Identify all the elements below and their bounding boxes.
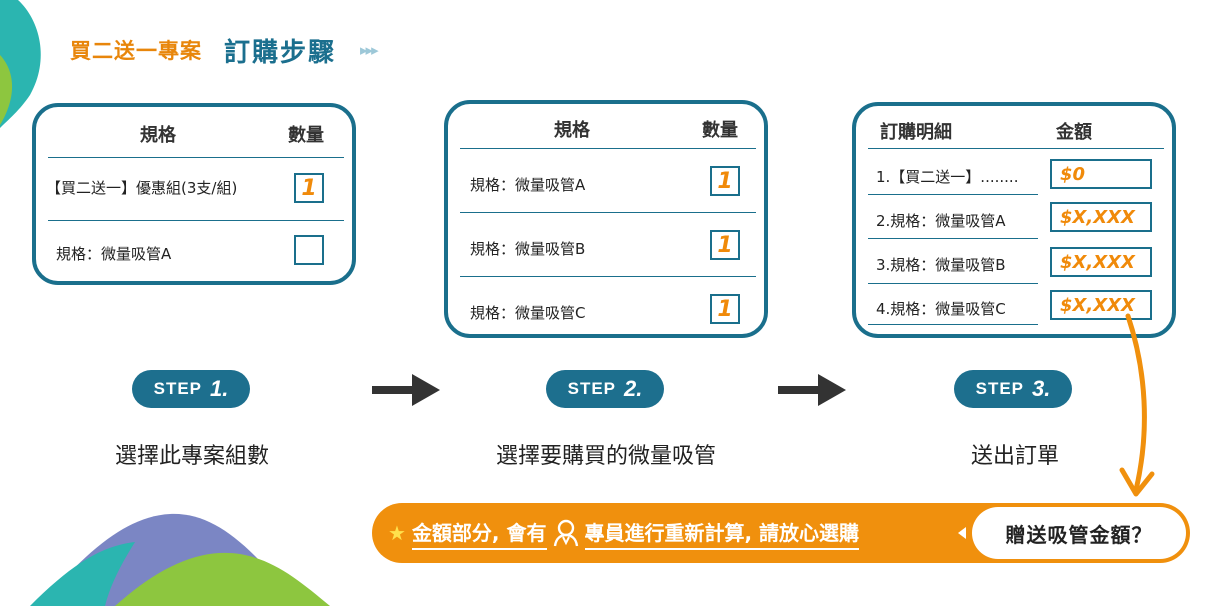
page-header: 買二送一專案 訂購步驟 ▸▸▸ <box>70 32 379 68</box>
step1-row-1-label: 【買二送一】優惠組(3支/組) <box>46 179 238 197</box>
step3-row-2-amount: $X,XXX <box>1050 202 1152 232</box>
step3-row-3-label: 3.規格：微量吸管B <box>876 256 1006 274</box>
step2-row-3-label: 規格：微量吸管C <box>470 304 586 322</box>
step1-row-2-qty[interactable] <box>294 235 324 265</box>
step3-divider-4 <box>868 283 1038 284</box>
step1-card: 規格 數量 【買二送一】優惠組(3支/組) 1 規格：微量吸管A <box>32 103 356 285</box>
star-icon: ★ <box>388 521 406 545</box>
step1-num: 1. <box>210 376 229 401</box>
banner-question: 贈送吸管金額？ <box>972 507 1186 559</box>
step2-row-1-label: 規格：微量吸管A <box>470 176 586 194</box>
step2-card: 規格 數量 規格：微量吸管A 1 規格：微量吸管B 1 規格：微量吸管C 1 <box>444 100 768 338</box>
banner-msg-part1: 金額部分, 會有 <box>411 517 547 550</box>
step2-row-1-qty[interactable]: 1 <box>710 166 740 196</box>
arrow-right-icon-2 <box>778 374 846 406</box>
step1-col-qty: 數量 <box>288 125 324 146</box>
banner-msg-part2: 專員進行重新計算, 請放心選購 <box>584 517 860 550</box>
step1-word: STEP <box>153 379 203 398</box>
step2-row-2-qty[interactable]: 1 <box>710 230 740 260</box>
step3-row-1-amount: $0 <box>1050 159 1152 189</box>
step2-divider-2 <box>460 212 756 213</box>
step1-badge: STEP 1. <box>132 370 250 408</box>
step3-row-4-amount: $X,XXX <box>1050 290 1152 320</box>
step1-row-2-label: 規格：微量吸管A <box>56 245 172 263</box>
step3-row-2-label: 2.規格：微量吸管A <box>876 212 1006 230</box>
step2-divider-1 <box>460 148 756 149</box>
step1-divider-2 <box>48 220 344 221</box>
step2-col-qty: 數量 <box>702 120 738 141</box>
arrow-right-icon-1 <box>372 374 440 406</box>
decorative-wave-bottom-left <box>30 513 330 606</box>
step3-divider-2 <box>868 194 1038 195</box>
step2-num: 2. <box>624 376 643 401</box>
step1-row-1-qty[interactable]: 1 <box>294 173 324 203</box>
step3-badge: STEP 3. <box>954 370 1072 408</box>
chevrons-icon: ▸▸▸ <box>360 41 379 59</box>
banner-message: ★ 金額部分, 會有 專員進行重新計算, 請放心選購 <box>388 503 860 563</box>
step3-row-3-amount: $X,XXX <box>1050 247 1152 277</box>
step3-num: 3. <box>1032 376 1051 401</box>
step3-row-1-label: 1.【買二送一】........ <box>876 168 1019 186</box>
step2-divider-3 <box>460 276 756 277</box>
step2-row-3-qty[interactable]: 1 <box>710 294 740 324</box>
step3-divider-3 <box>868 238 1038 239</box>
step1-divider-1 <box>48 157 344 158</box>
connector-arrow-icon <box>1119 313 1155 497</box>
info-banner: ★ 金額部分, 會有 專員進行重新計算, 請放心選購 贈送吸管金額？ <box>372 503 1190 563</box>
step3-divider-1 <box>868 148 1164 149</box>
step2-caption: 選擇要購買的微量吸管 <box>495 444 716 469</box>
step1-caption: 選擇此專案組數 <box>114 444 269 469</box>
step2-word: STEP <box>567 379 617 398</box>
pointer-triangle-icon <box>958 527 966 539</box>
step1-col-spec: 規格 <box>140 125 176 146</box>
step3-row-4-label: 4.規格：微量吸管C <box>876 300 1006 318</box>
step3-word: STEP <box>975 379 1025 398</box>
person-icon <box>553 519 578 547</box>
step3-divider-5 <box>868 324 1038 325</box>
step3-card: 訂購明細 金額 1.【買二送一】........ $0 2.規格：微量吸管A $… <box>852 102 1176 338</box>
step2-badge: STEP 2. <box>546 370 664 408</box>
promo-title: 買二送一專案 <box>70 39 202 63</box>
step3-col-amount: 金額 <box>1056 122 1092 143</box>
step3-caption: 送出訂單 <box>970 444 1059 469</box>
step3-col-detail: 訂購明細 <box>880 122 952 143</box>
step2-col-spec: 規格 <box>554 120 590 141</box>
step2-row-2-label: 規格：微量吸管B <box>470 240 586 258</box>
page-title: 訂購步驟 <box>224 37 337 68</box>
